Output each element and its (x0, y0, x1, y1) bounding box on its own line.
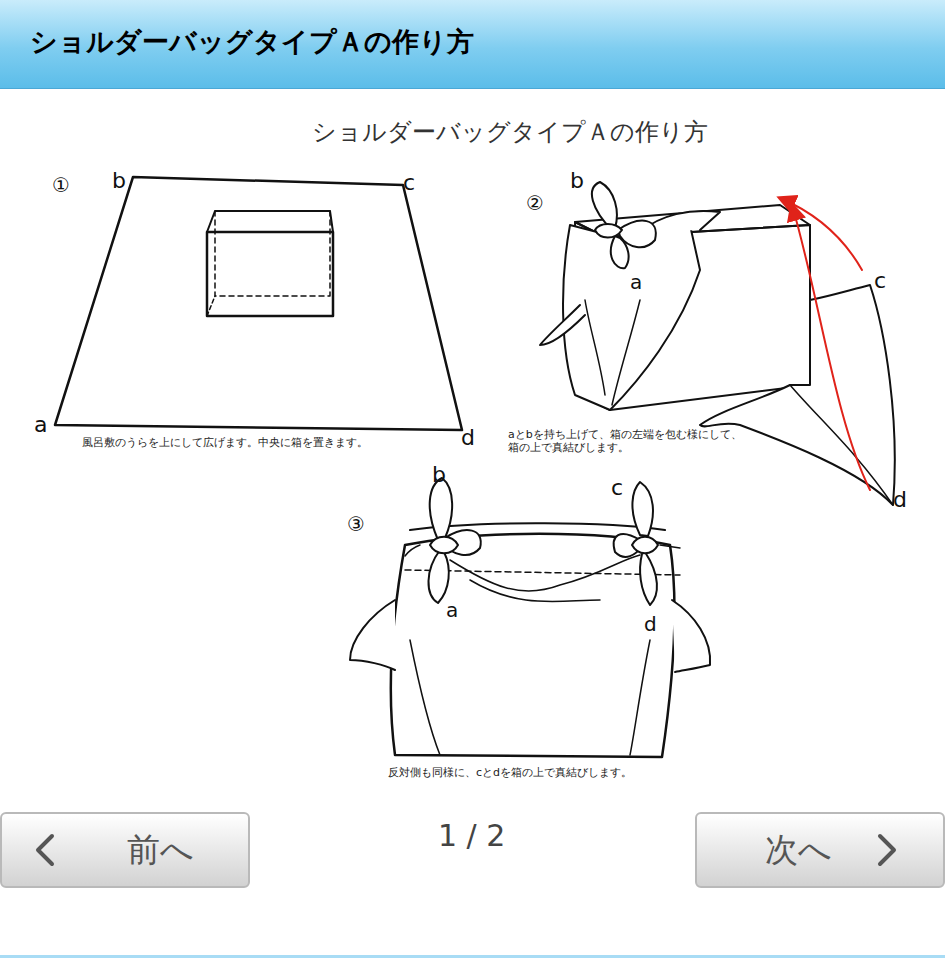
chevron-icon (880, 836, 894, 864)
nav-button: 次へ (695, 812, 945, 888)
nav-button: 前へ (0, 812, 250, 888)
corner-letter: a (630, 270, 642, 294)
bottom-rule (0, 955, 945, 958)
corner-letter: c (874, 268, 886, 294)
step-caption: 反対側も同様に、cとdを箱の上で真結びします。 (388, 766, 632, 779)
page-indicator: 1 / 2 (438, 818, 505, 854)
step-caption: aとbを持ち上げて、箱の左端を包む様にして、箱の上で真結びします。 (508, 428, 744, 454)
step-number: ③ (347, 512, 365, 536)
corner-letter: c (403, 170, 415, 196)
corner-letter: d (461, 425, 475, 451)
corner-letter: a (34, 412, 47, 438)
corner-letter: b (432, 462, 446, 488)
corner-letter: b (112, 168, 126, 194)
step-caption: 風呂敷のうらを上にして広げます。中央に箱を置きます。 (82, 436, 368, 449)
corner-letter: b (570, 168, 584, 194)
step-number: ① (52, 173, 70, 197)
corner-letter: d (893, 487, 907, 513)
corner-letter: d (644, 612, 657, 636)
corner-letter: a (446, 598, 458, 622)
figure-heading: ショルダーバッグタイプＡの作り方 (312, 118, 708, 147)
step-number: ② (526, 191, 544, 215)
corner-letter: c (611, 475, 623, 501)
button-label: 前へ (127, 828, 194, 873)
button-label: 次へ (765, 828, 832, 873)
page-title: ショルダーバッグタイプＡの作り方 (30, 24, 474, 60)
chevron-icon (38, 836, 52, 864)
